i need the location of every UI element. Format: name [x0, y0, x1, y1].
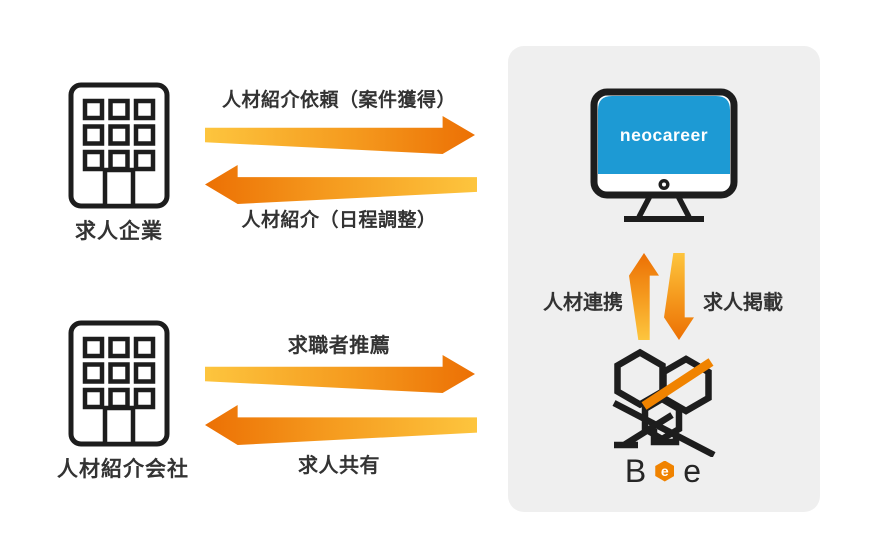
- bee-wordmark: B e e: [603, 455, 723, 487]
- flow-label-neocareer-to-agency: 求人共有: [298, 455, 380, 477]
- flow-label-agency-to-neocareer: 求職者推薦: [287, 335, 391, 357]
- monitor-stand: [636, 194, 692, 219]
- neocareer-platform: neocareer: [590, 88, 738, 228]
- monitor-icon: neocareer: [590, 88, 738, 222]
- right-arrow-icon: [205, 116, 475, 154]
- staffing-agency-entity: [68, 320, 170, 452]
- bee-hex-e-icon: e: [655, 460, 675, 482]
- flow-label-client-to-neocareer: 人材紹介依頼（案件獲得）: [221, 90, 456, 111]
- client-company-label: 求人企業: [75, 220, 163, 243]
- bee-service: [612, 345, 717, 462]
- flow-label-neocareer-to-client: 人材紹介（日程調整）: [241, 210, 437, 231]
- left-arrow-icon: [205, 405, 477, 445]
- monitor-screen: [598, 96, 730, 174]
- bee-orange-stripe: [641, 358, 714, 410]
- left-arrow-icon: [205, 165, 477, 204]
- bee-letter-b: B: [624, 453, 647, 489]
- monitor-brand-text: neocareer: [620, 125, 708, 145]
- flow-label-bee-to-neocareer: 人材連携: [543, 292, 623, 314]
- staffing-agency-label: 人材紹介会社: [57, 458, 189, 481]
- client-company-entity: [68, 82, 170, 214]
- building-icon: [68, 320, 170, 447]
- flow-label-neocareer-to-bee: 求人掲載: [703, 292, 783, 314]
- bee-letter-e: e: [683, 453, 702, 489]
- bee-logo-icon: [612, 348, 716, 458]
- building-icon: [68, 82, 170, 209]
- right-arrow-icon: [205, 355, 475, 393]
